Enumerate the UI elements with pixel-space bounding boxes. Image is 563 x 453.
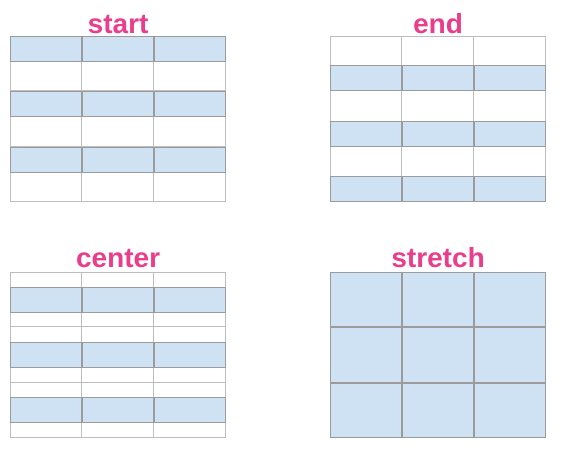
- grid-item: [82, 91, 154, 118]
- grid-item: [154, 91, 226, 118]
- grid-item: [474, 382, 546, 438]
- panel-title: center: [75, 242, 161, 273]
- grid-item: [330, 176, 402, 202]
- grid-item: [474, 65, 546, 92]
- grid-item: [10, 286, 82, 313]
- grid-track-cell: [10, 91, 82, 147]
- grid-item: [402, 120, 474, 147]
- grid-track-cell: [154, 146, 226, 202]
- grid-item: [402, 382, 474, 438]
- panel-title: end: [413, 8, 463, 39]
- grid-item: [154, 397, 226, 424]
- grid-item: [82, 342, 154, 368]
- grid-item: [154, 36, 226, 62]
- grid-item: [402, 176, 474, 202]
- grid-item: [402, 327, 474, 383]
- grid-item: [154, 286, 226, 313]
- grid-container: [330, 36, 546, 202]
- grid-item: [330, 382, 402, 438]
- grid-item: [154, 146, 226, 173]
- grid-item: [330, 327, 402, 383]
- grid-track-cell: [82, 146, 154, 202]
- grid-item: [402, 272, 474, 328]
- grid-item: [82, 397, 154, 424]
- grid-item: [402, 65, 474, 92]
- grid-item: [10, 397, 82, 424]
- grid-item: [154, 342, 226, 368]
- grid-item: [82, 286, 154, 313]
- grid-item: [330, 65, 402, 92]
- grid-item: [82, 36, 154, 62]
- grid-item: [474, 327, 546, 383]
- grid-item: [10, 91, 82, 118]
- grid-item: [82, 146, 154, 173]
- grid-item: [10, 146, 82, 173]
- grid-item: [474, 176, 546, 202]
- grid-item: [10, 342, 82, 368]
- grid-item: [330, 120, 402, 147]
- grid-container: [330, 272, 546, 438]
- panel-end: end: [330, 8, 546, 204]
- panel-center: center: [10, 242, 226, 440]
- grid-container: [10, 272, 226, 438]
- grid-track-cell: [82, 91, 154, 147]
- panel-title: stretch: [391, 242, 485, 273]
- panel-title: start: [87, 8, 149, 39]
- grid-item: [474, 272, 546, 328]
- grid-item: [330, 272, 402, 328]
- grid-container: [10, 36, 226, 202]
- panel-stretch: stretch: [330, 242, 546, 440]
- grid-track-cell: [154, 91, 226, 147]
- grid-track-cell: [10, 146, 82, 202]
- grid-item: [10, 36, 82, 62]
- panel-start: start: [10, 8, 226, 204]
- grid-item: [474, 120, 546, 147]
